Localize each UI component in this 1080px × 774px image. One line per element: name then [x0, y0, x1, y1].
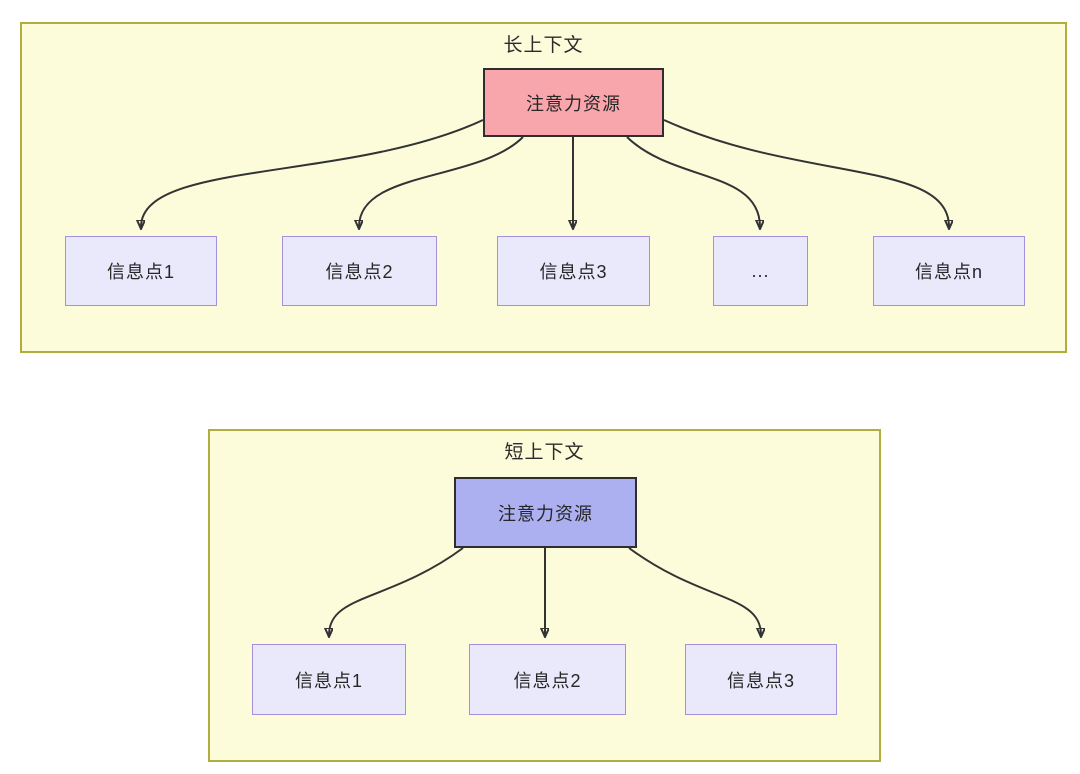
- long-context-title: 长上下文: [503, 35, 584, 56]
- long-info-node-3: 信息点3: [497, 236, 650, 306]
- short-context-title: 短上下文: [504, 442, 585, 463]
- long-info-node-n: 信息点n: [873, 236, 1025, 306]
- long-info-label-1: 信息点1: [106, 262, 175, 282]
- long-info-label-3: 信息点3: [539, 262, 608, 282]
- long-attention-node: 注意力资源: [483, 68, 664, 137]
- short-info-label-1: 信息点1: [294, 670, 363, 691]
- short-info-node-1: 信息点1: [252, 644, 406, 715]
- short-info-node-2: 信息点2: [469, 644, 626, 715]
- long-info-label-2: 信息点2: [325, 262, 394, 282]
- long-info-node-dots: ...: [713, 236, 808, 306]
- short-info-node-3: 信息点3: [685, 644, 837, 715]
- short-info-label-2: 信息点2: [513, 670, 582, 691]
- long-info-label-n: 信息点n: [914, 262, 983, 282]
- long-info-label-dots: ...: [751, 260, 770, 281]
- short-attention-node: 注意力资源: [454, 477, 637, 548]
- long-info-node-2: 信息点2: [282, 236, 437, 306]
- short-info-label-3: 信息点3: [726, 670, 795, 691]
- long-attention-label: 注意力资源: [526, 93, 621, 114]
- long-info-node-1: 信息点1: [65, 236, 217, 306]
- short-attention-label: 注意力资源: [498, 503, 593, 524]
